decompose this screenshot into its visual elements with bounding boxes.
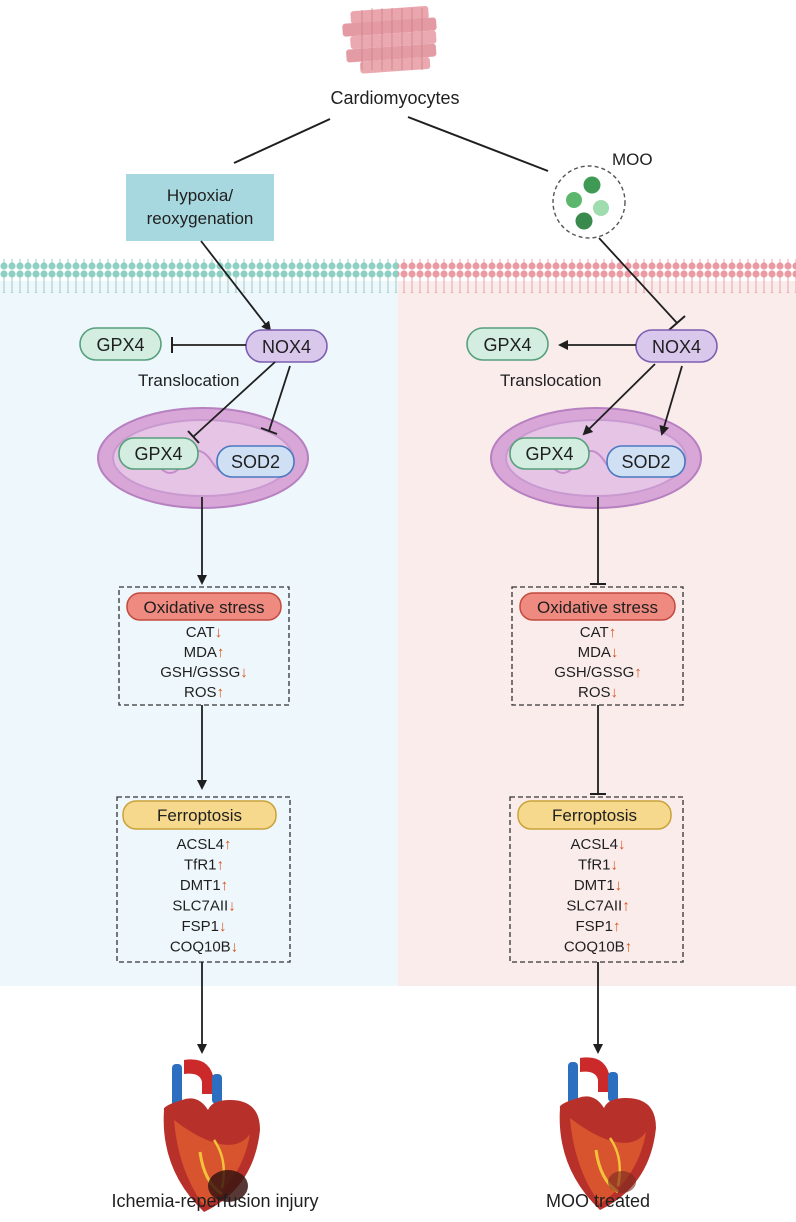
change-arrow: ↓ [215, 624, 223, 641]
right-ferroptosis-title: Ferroptosis [552, 806, 637, 825]
left-ferro-item: ACSL4↑ [176, 836, 231, 853]
inhibit-moo-to-nox4 [598, 237, 678, 324]
left-oxidative-list: CAT↓ MDA↑ GSH/GSSG↓ ROS↑ [160, 624, 248, 701]
change-arrow: ↑ [217, 684, 225, 701]
right-gpx4-cyto-pill [466, 327, 549, 361]
moo-label: MOO [612, 150, 653, 169]
change-arrow: ↑ [634, 664, 642, 681]
change-arrow: ↑ [622, 898, 630, 915]
right-ferroptosis-title-pill [517, 800, 672, 830]
hypoxia-reoxygenation-box [126, 174, 274, 241]
left-ferro-item: FSP1↓ [181, 918, 226, 935]
left-oxidative-title: Oxidative stress [144, 598, 265, 617]
left-sod2-label: SOD2 [231, 452, 280, 472]
right-panel-background [398, 281, 796, 986]
right-oxidative-title: Oxidative stress [537, 598, 658, 617]
left-oxidative-title-pill [126, 592, 282, 621]
right-sod2-label: SOD2 [621, 452, 670, 472]
left-ferroptosis-title: Ferroptosis [157, 806, 242, 825]
left-oxidative-box [118, 586, 290, 706]
right-ferro-item: COQ10B↑ [564, 939, 632, 956]
right-oxidative-item: GSH/GSSG↑ [554, 664, 642, 681]
change-arrow: ↓ [618, 836, 626, 853]
change-arrow: ↓ [219, 918, 227, 935]
change-arrow: ↓ [228, 898, 236, 915]
left-oxidative-item: GSH/GSSG↓ [160, 664, 248, 681]
right-ferro-item: SLC7AII↑ [566, 898, 629, 915]
left-ferro-item: SLC7AII↓ [172, 898, 235, 915]
arrow-nox4-to-mito-gpx4-right [582, 363, 656, 436]
right-ferro-item: ACSL4↓ [570, 836, 625, 853]
stimulus-line-1: Hypoxia/ [167, 186, 233, 205]
stimulus-line-2: reoxygenation [147, 209, 254, 228]
arrow-hypoxia-to-nox4 [200, 240, 272, 332]
change-arrow: ↓ [611, 857, 619, 874]
right-nox4-pill [635, 329, 718, 363]
left-outcome-label: Ichemia-reperfusion injury [111, 1191, 318, 1211]
moo-compound-icon [552, 165, 626, 239]
right-oxidative-item: MDA↓ [578, 644, 619, 661]
right-gpx4-mito-pill [509, 437, 590, 470]
change-arrow: ↓ [611, 644, 619, 661]
cardiomyocytes-icon [342, 6, 437, 74]
left-panel-background [0, 281, 398, 986]
left-ferro-item: DMT1↑ [180, 877, 228, 894]
right-oxidative-item: CAT↑ [580, 624, 616, 641]
left-sod2-pill [216, 445, 295, 478]
right-oxidative-title-pill [519, 592, 676, 621]
left-gpx4-cyto-pill [79, 327, 162, 361]
branch-line-left [233, 118, 331, 164]
right-translocation-label: Translocation [500, 371, 601, 390]
change-arrow: ↓ [231, 939, 239, 956]
left-nox4-label: NOX4 [262, 337, 311, 357]
right-oxidative-item: ROS↓ [578, 684, 618, 701]
inhibit-nox4-to-sod2-left [268, 365, 291, 432]
change-arrow: ↓ [615, 877, 623, 894]
left-ferro-item: TfR1↑ [184, 857, 224, 874]
treated-heart-icon [559, 1057, 656, 1210]
change-arrow: ↑ [613, 918, 621, 935]
change-arrow: ↑ [217, 644, 225, 661]
right-oxidative-list: CAT↑ MDA↓ GSH/GSSG↑ ROS↓ [554, 624, 642, 701]
right-gpx4-mito-label: GPX4 [525, 444, 573, 464]
change-arrow: ↓ [611, 684, 619, 701]
change-arrow: ↓ [240, 664, 248, 681]
change-arrow: ↑ [625, 939, 633, 956]
left-gpx4-mito-pill [118, 437, 199, 470]
inhibit-nox4-to-mito-gpx4-left [192, 361, 276, 438]
left-ferroptosis-title-pill [122, 800, 277, 830]
left-ferroptosis-box [116, 796, 291, 963]
left-gpx4-cyto-label: GPX4 [96, 335, 144, 355]
change-arrow: ↑ [609, 624, 617, 641]
cell-membrane-right [398, 259, 796, 293]
left-translocation-label: Translocation [138, 371, 239, 390]
right-outcome-label: MOO treated [546, 1191, 650, 1211]
right-nox4-label: NOX4 [652, 337, 701, 357]
change-arrow: ↑ [217, 857, 225, 874]
right-ferroptosis-list: ACSL4↓ TfR1↓ DMT1↓ SLC7AII↑ FSP1↑ COQ10B↑ [564, 836, 632, 956]
injured-heart-icon [163, 1059, 260, 1212]
left-ferro-item: COQ10B↓ [170, 939, 238, 956]
right-ferro-item: FSP1↑ [575, 918, 620, 935]
left-oxidative-item: CAT↓ [186, 624, 222, 641]
left-ferroptosis-list: ACSL4↑ TfR1↑ DMT1↑ SLC7AII↓ FSP1↓ COQ10B↓ [170, 836, 238, 956]
left-oxidative-item: ROS↑ [184, 684, 224, 701]
branch-line-right [407, 116, 549, 172]
right-sod2-pill [606, 445, 686, 478]
left-gpx4-mito-label: GPX4 [134, 444, 182, 464]
right-gpx4-cyto-label: GPX4 [483, 335, 531, 355]
right-ferroptosis-box [509, 796, 684, 963]
right-ferro-item: DMT1↓ [574, 877, 622, 894]
change-arrow: ↑ [221, 877, 229, 894]
left-nox4-pill [245, 329, 328, 363]
cardiomyocytes-label: Cardiomyocytes [330, 88, 459, 108]
left-oxidative-item: MDA↑ [184, 644, 225, 661]
change-arrow: ↑ [224, 836, 232, 853]
arrow-nox4-to-sod2-right [659, 365, 683, 436]
cell-membrane-left [0, 259, 398, 293]
right-ferro-item: TfR1↓ [578, 857, 618, 874]
